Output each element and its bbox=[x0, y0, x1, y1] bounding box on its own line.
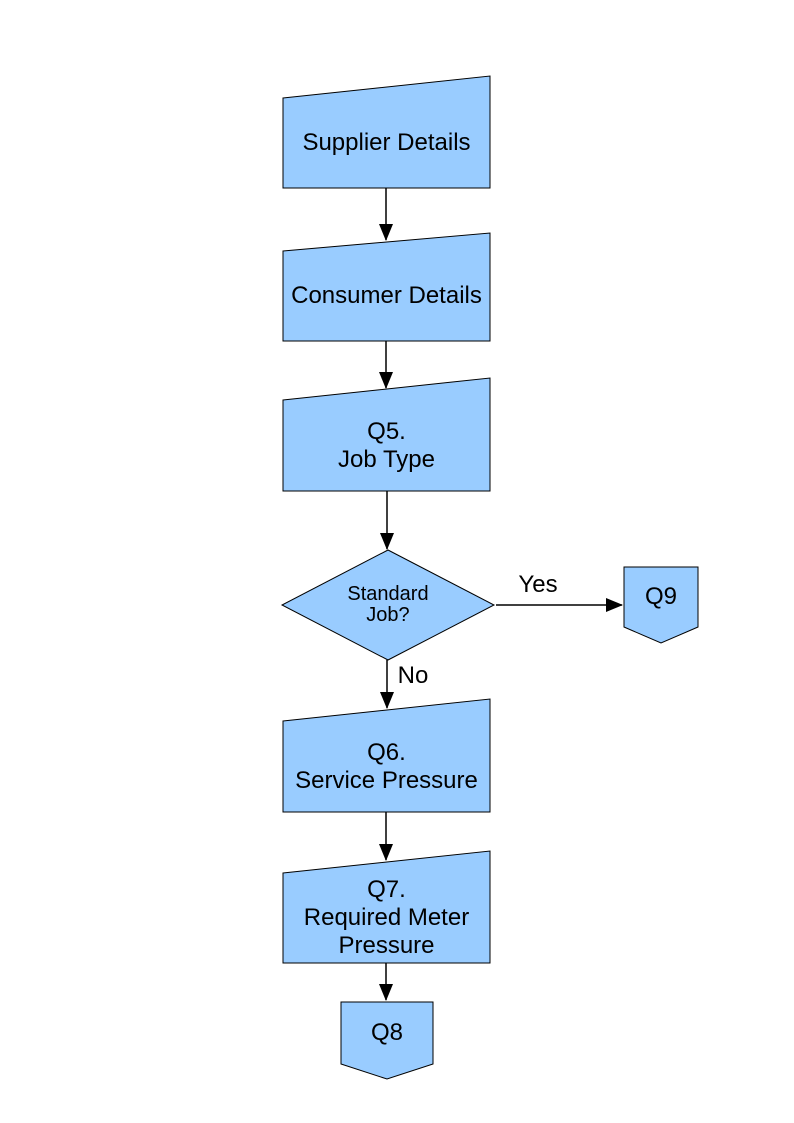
node-shape-q7-required-meter-pressure bbox=[282, 850, 491, 964]
node-shape-consumer-details bbox=[282, 232, 491, 342]
node-shape-q6-service-pressure bbox=[282, 698, 491, 813]
node-shape-standard-job-decision bbox=[280, 549, 496, 661]
node-shape-q8-connector bbox=[340, 1001, 434, 1080]
node-shape-supplier-details bbox=[282, 75, 491, 189]
node-shape-q5-job-type bbox=[282, 377, 491, 492]
node-shape-q9-connector bbox=[623, 566, 699, 644]
